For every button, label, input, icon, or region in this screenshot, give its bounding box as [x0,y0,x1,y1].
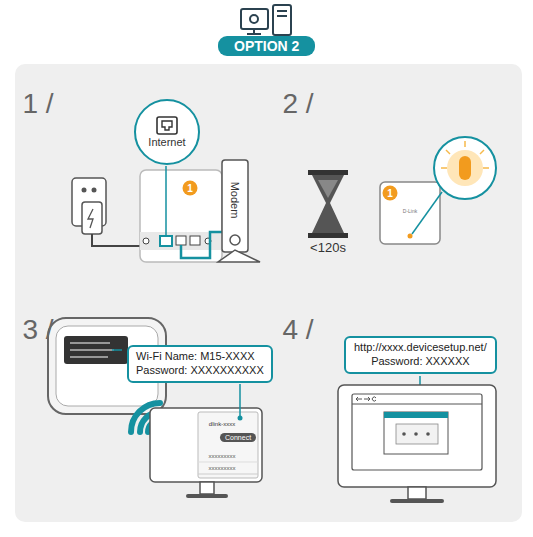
node-text: Password: XXXXXXXXXX [136,364,264,378]
port-icon [156,116,178,136]
step-number: 1 / [22,89,53,120]
callout-number: 1 [383,186,398,201]
connect-button: Connect [220,433,256,442]
callout-box: Wi-Fi Name: M15-XXXXPassword: XXXXXXXXXX [127,345,273,383]
time-limit: <120s [310,241,346,255]
network-name: dlink-xxxx [209,421,235,428]
brand-mark: D-Link [403,209,417,215]
step-number: 3 / [22,315,53,346]
callout-circle: Internet [134,99,200,165]
network-name: xxxxxxxxx [209,465,236,472]
node-text: Connect [225,434,251,441]
node-text: OPTION 2 [234,38,299,54]
step-number: 4 / [282,315,313,346]
node-text: http://xxxx.devicesetup.net/ [354,341,487,355]
node-text: Internet [148,136,185,148]
node-text: Password: XXXXXX [354,355,487,369]
device-name: Modem [229,182,241,219]
node-text: Wi-Fi Name: M15-XXXX [136,350,264,364]
callout-box: http://xxxx.devicesetup.net/Password: XX… [344,336,497,374]
step-number: 2 / [282,89,313,120]
network-name: xxxxxxxxx [209,453,236,460]
option-banner: OPTION 2 [218,36,315,56]
callout-number: 1 [183,181,198,196]
